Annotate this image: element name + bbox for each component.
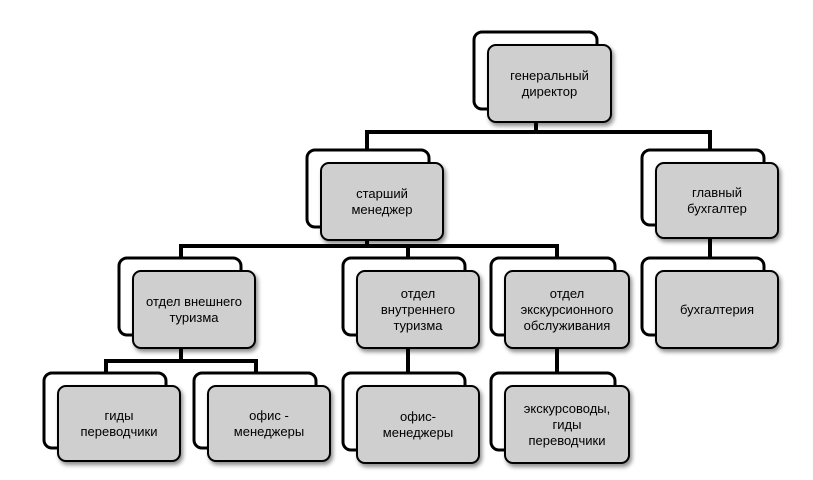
node-label-line: гиды [105,408,134,423]
node-label-line: менеджеры [383,425,453,440]
node-box [207,385,331,462]
node-label-line: туризма [169,310,219,325]
node-label-line: бухгалтерия [680,302,754,317]
node-label-line: отдел [550,286,584,301]
node-box [356,385,480,464]
node-box [320,162,444,241]
node-box [57,385,181,462]
node-label-line: бухгалтер [687,201,747,216]
node-label-line: главный [692,185,742,200]
node-box [356,270,480,349]
node-label-line: старший [356,186,408,201]
node-label-line: генеральный [510,68,589,83]
node-box [504,270,630,349]
node-label-line: внутреннего [381,302,455,317]
node-office-managers-outbound: офис -менеджеры [192,371,331,462]
node-box [504,385,630,464]
node-box [655,162,779,239]
node-label-line: экскурсионного [521,302,614,317]
node-box [655,270,779,349]
node-label-line: переводчики [528,433,605,448]
node-label-line: офис - [249,408,289,423]
node-label-line: офис- [400,409,436,424]
node-label-line: обслуживания [524,318,611,333]
node-label-line: туризма [393,318,443,333]
node-label-line: отдел [401,286,435,301]
node-label-line: гиды [553,417,582,432]
node-label-line: экскурсоводы, [524,401,611,416]
connector-lines [104,120,712,373]
node-label-line: отдел внешнего [146,294,242,309]
node-box [132,270,256,349]
node-label-line: переводчики [80,424,157,439]
node-label-line: менеджеры [234,424,304,439]
node-office-managers-domestic: офис-менеджеры [341,371,480,464]
node-accounting: бухгалтерия [640,256,779,349]
node-box [487,44,612,123]
node-label-line: менеджер [351,202,412,217]
node-label-line: директор [522,84,577,99]
